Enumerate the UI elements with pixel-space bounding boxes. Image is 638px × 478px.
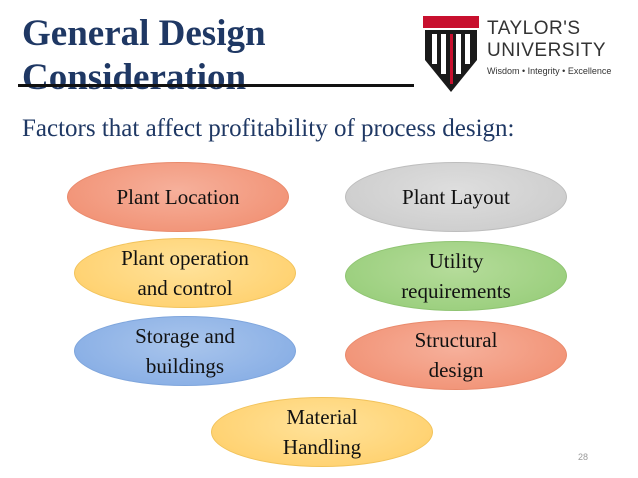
factor-plant-location: Plant Location — [67, 162, 289, 232]
title-line-2: Consideration — [22, 57, 247, 98]
factor-plant-layout: Plant Layout — [345, 162, 567, 232]
title-line-1: General Design — [22, 13, 266, 54]
university-logo: TAYLOR'S UNIVERSITY Wisdom • Integrity •… — [421, 14, 621, 96]
factor-utility-requirements: Utility requirements — [345, 241, 567, 311]
logo-tagline: Wisdom • Integrity • Excellence — [487, 66, 612, 76]
logo-name-line-2: UNIVERSITY — [487, 40, 607, 61]
logo-wordmark: TAYLOR'S UNIVERSITY Wisdom • Integrity •… — [487, 18, 611, 77]
title-underline — [18, 84, 414, 87]
slide-subtitle: Factors that affect profitability of pro… — [22, 115, 515, 142]
university-crest-icon — [423, 16, 479, 92]
factor-storage-buildings: Storage and buildings — [74, 316, 296, 386]
page-number: 28 — [578, 452, 589, 462]
logo-name-line-1: TAYLOR'S — [487, 18, 581, 39]
factor-material-handling: Material Handling — [211, 397, 433, 467]
factor-plant-operation: Plant operation and control — [74, 238, 296, 308]
factor-structural-design: Structural design — [345, 320, 567, 390]
slide-title: General Design Consideration — [22, 12, 382, 100]
